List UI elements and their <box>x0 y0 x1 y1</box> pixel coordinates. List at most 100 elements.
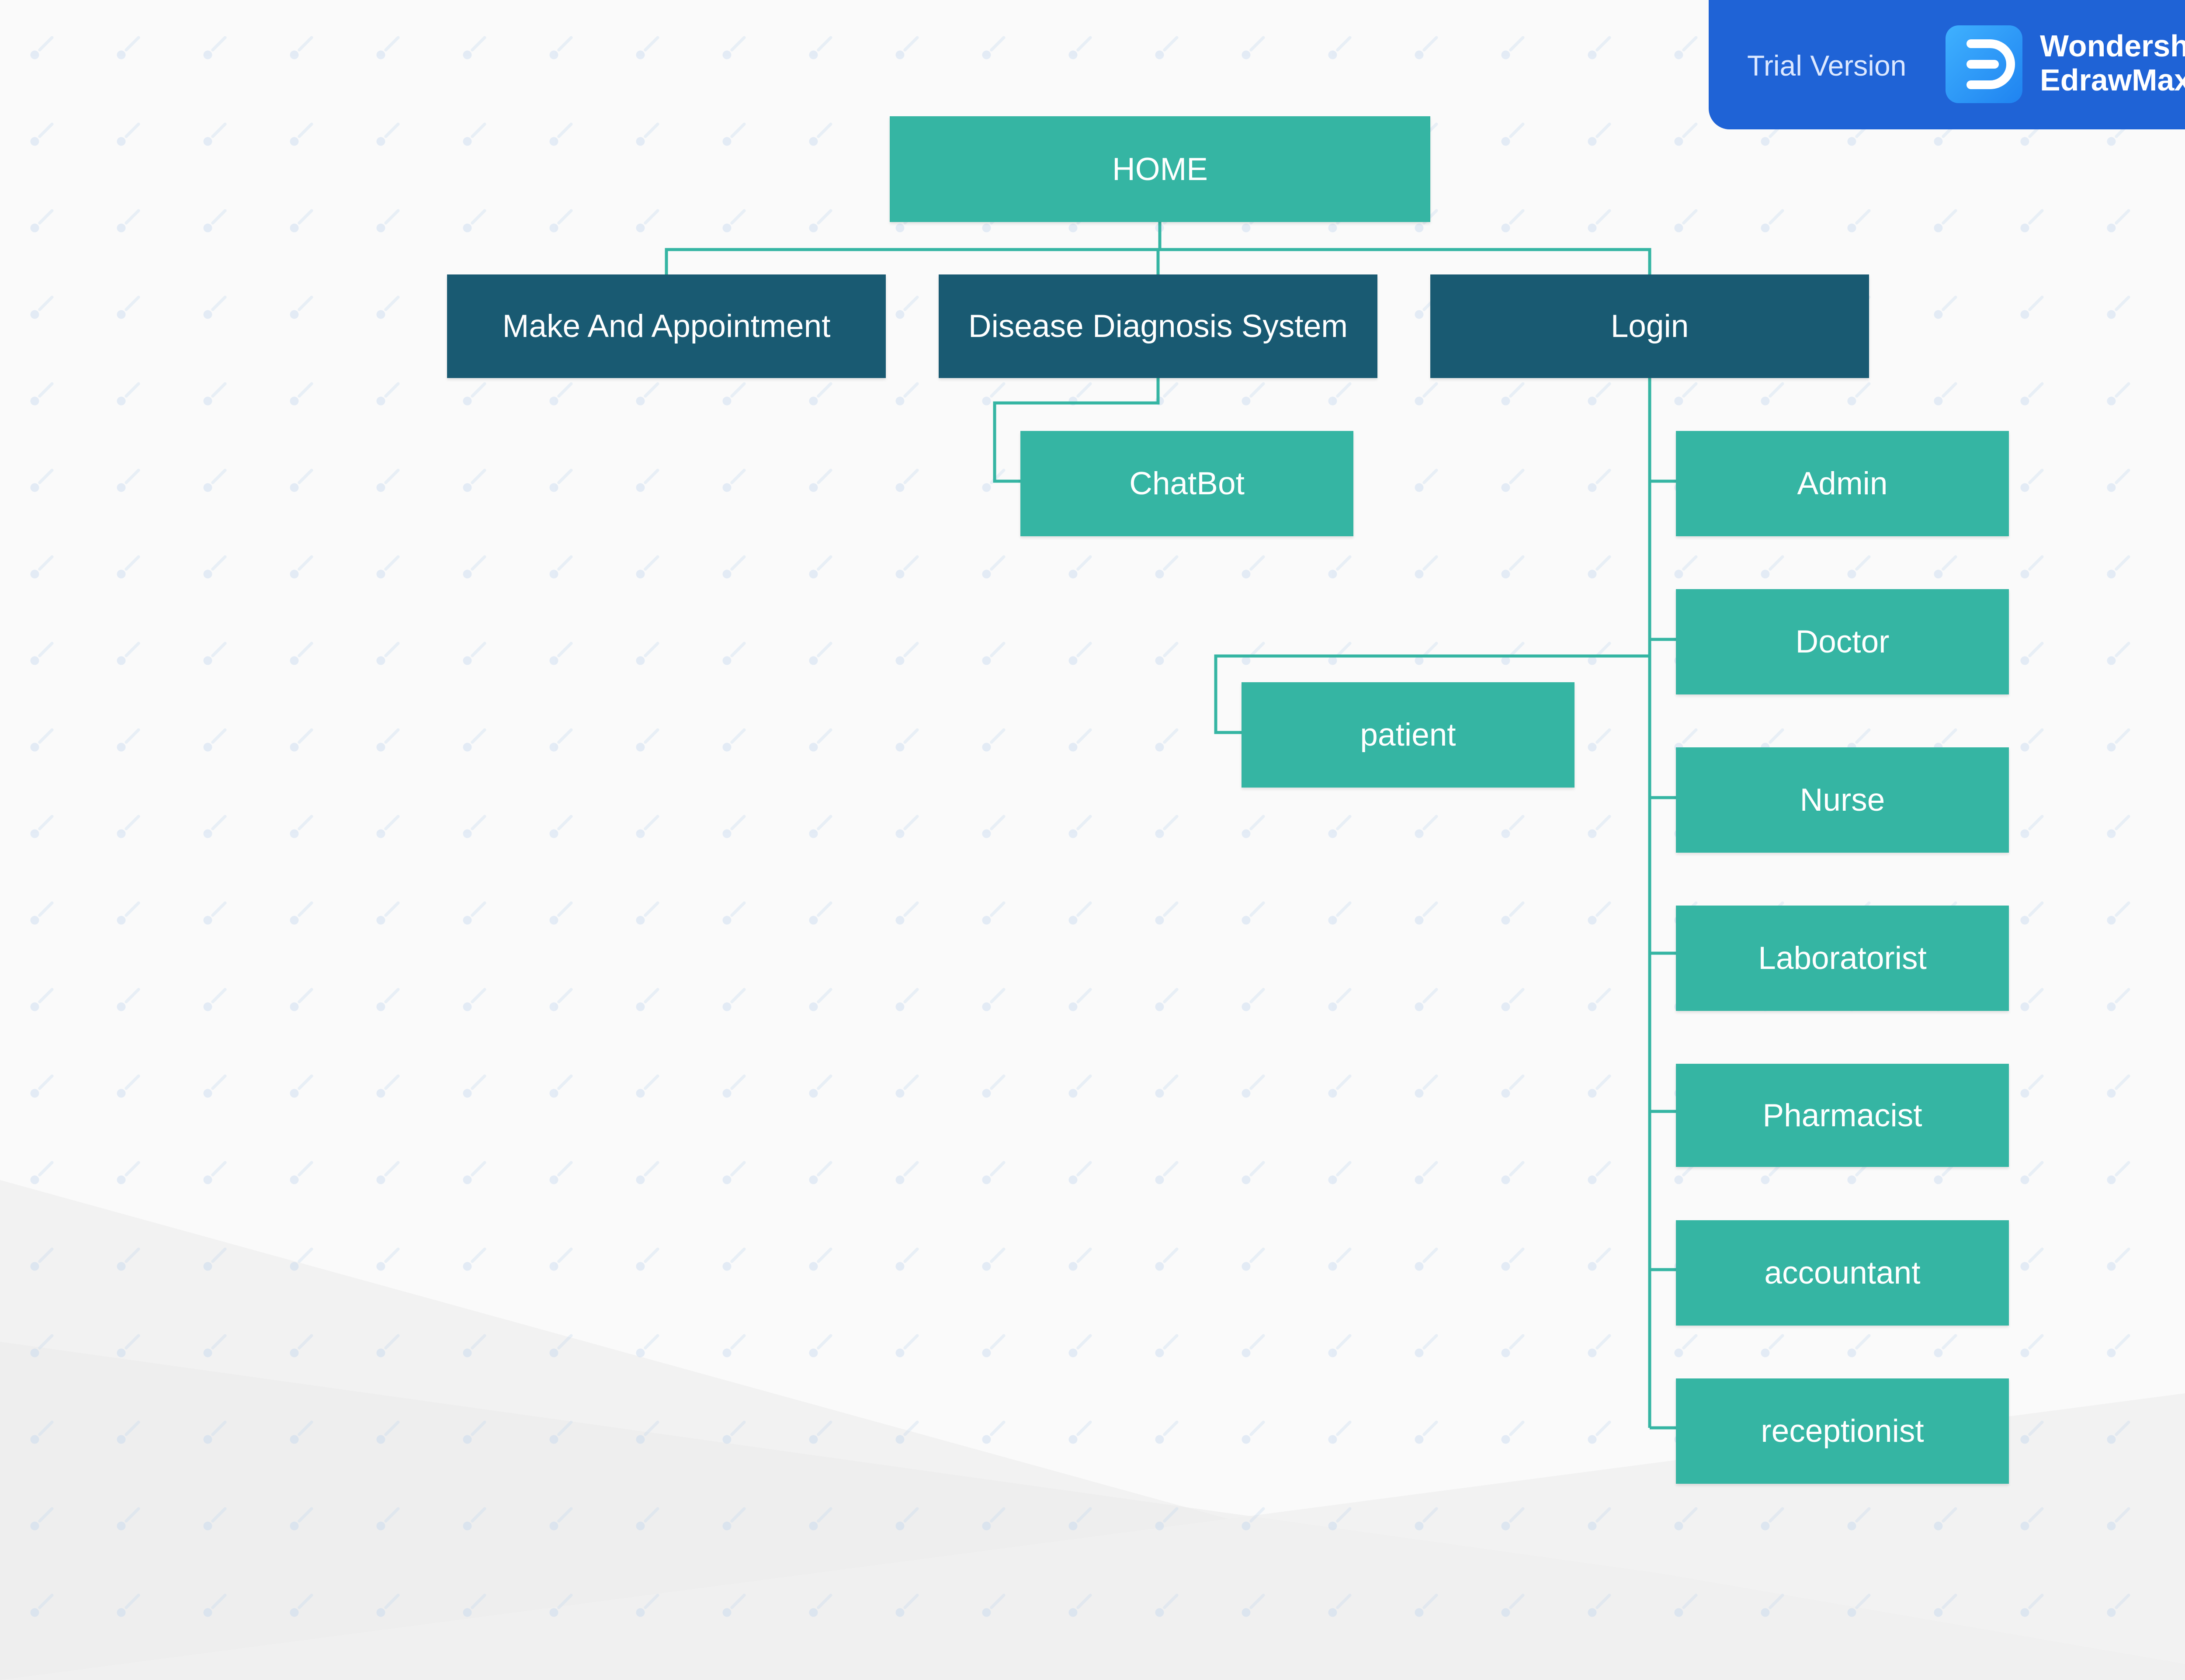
watermark-mark <box>290 1247 313 1271</box>
watermark-mark <box>895 642 919 665</box>
watermark-mark <box>203 122 227 146</box>
watermark-mark <box>1242 1161 1265 1184</box>
watermark-mark <box>2020 1420 2044 1444</box>
node-make-appointment[interactable]: Make And Appointment <box>447 274 886 378</box>
watermark-mark <box>982 988 1006 1011</box>
watermark-mark <box>30 1593 54 1617</box>
watermark-mark <box>982 1161 1006 1184</box>
watermark-mark <box>117 122 140 146</box>
node-disease-diagnosis-system[interactable]: Disease Diagnosis System <box>939 274 1377 378</box>
node-nurse[interactable]: Nurse <box>1676 747 2009 853</box>
watermark-mark <box>1415 1247 1438 1271</box>
watermark-mark <box>203 1161 227 1184</box>
watermark-mark <box>982 36 1006 59</box>
watermark-mark <box>2020 1247 2044 1271</box>
watermark-mark <box>2107 382 2130 406</box>
watermark-mark <box>722 901 746 925</box>
watermark-mark <box>809 642 832 665</box>
watermark-mark <box>1242 36 1265 59</box>
watermark-mark <box>549 1420 573 1444</box>
watermark-mark <box>1068 901 1092 925</box>
watermark-mark <box>2020 295 2044 319</box>
watermark-mark <box>376 295 400 319</box>
watermark-mark <box>1934 209 1957 233</box>
watermark-mark <box>809 1507 832 1531</box>
watermark-mark <box>290 728 313 752</box>
watermark-mark <box>203 295 227 319</box>
watermark-mark <box>2107 1507 2130 1531</box>
node-patient-label: patient <box>1360 717 1456 753</box>
watermark-mark <box>1242 1247 1265 1271</box>
watermark-mark <box>203 815 227 838</box>
watermark-mark <box>1588 1334 1611 1357</box>
node-laboratorist[interactable]: Laboratorist <box>1676 906 2009 1011</box>
node-login[interactable]: Login <box>1430 274 1869 378</box>
watermark-mark <box>1068 988 1092 1011</box>
watermark-mark <box>463 988 486 1011</box>
watermark-mark <box>722 1161 746 1184</box>
watermark-mark <box>809 209 832 233</box>
watermark-mark <box>203 1420 227 1444</box>
watermark-mark <box>1847 209 1871 233</box>
watermark-mark <box>30 555 54 579</box>
node-accountant[interactable]: accountant <box>1676 1220 2009 1326</box>
watermark-mark <box>549 988 573 1011</box>
watermark-mark <box>1501 555 1525 579</box>
watermark-mark <box>549 1507 573 1531</box>
watermark-mark <box>30 1420 54 1444</box>
node-receptionist[interactable]: receptionist <box>1676 1378 2009 1484</box>
watermark-mark <box>982 1507 1006 1531</box>
node-chatbot[interactable]: ChatBot <box>1020 431 1353 536</box>
watermark-mark <box>1328 555 1352 579</box>
node-doctor[interactable]: Doctor <box>1676 589 2009 694</box>
watermark-mark <box>895 1507 919 1531</box>
watermark-mark <box>463 1247 486 1271</box>
watermark-mark <box>982 382 1006 406</box>
watermark-mark <box>30 901 54 925</box>
watermark-mark <box>1328 815 1352 838</box>
node-home[interactable]: HOME <box>890 116 1430 222</box>
watermark-mark <box>1501 1507 1525 1531</box>
watermark-mark <box>1155 901 1179 925</box>
node-nurse-label: Nurse <box>1800 782 1885 818</box>
watermark-mark <box>290 209 313 233</box>
watermark-mark <box>30 1161 54 1184</box>
watermark-mark <box>1415 642 1438 665</box>
node-pharmacist[interactable]: Pharmacist <box>1676 1064 2009 1167</box>
watermark-mark <box>722 382 746 406</box>
watermark-mark <box>376 1420 400 1444</box>
watermark-mark <box>1242 988 1265 1011</box>
watermark-mark <box>290 1507 313 1531</box>
watermark-mark <box>722 815 746 838</box>
watermark-mark <box>1155 815 1179 838</box>
watermark-mark <box>722 1507 746 1531</box>
watermark-mark <box>1415 1334 1438 1357</box>
watermark-mark <box>1674 36 1698 59</box>
watermark-mark <box>463 1161 486 1184</box>
watermark-mark <box>1674 122 1698 146</box>
watermark-mark <box>1847 1507 1871 1531</box>
node-accountant-label: accountant <box>1764 1255 1921 1291</box>
node-patient[interactable]: patient <box>1242 682 1575 788</box>
watermark-mark <box>895 1074 919 1098</box>
watermark-mark <box>463 901 486 925</box>
watermark-mark <box>1588 988 1611 1011</box>
watermark-mark <box>895 1161 919 1184</box>
watermark-mark <box>895 555 919 579</box>
watermark-mark <box>636 1420 659 1444</box>
watermark-mark <box>1242 1334 1265 1357</box>
watermark-mark <box>895 815 919 838</box>
watermark-mark <box>549 728 573 752</box>
watermark-mark <box>30 382 54 406</box>
watermark-mark <box>376 36 400 59</box>
watermark-mark <box>117 1334 140 1357</box>
watermark-mark <box>463 1420 486 1444</box>
watermark-mark <box>290 1593 313 1617</box>
watermark-mark <box>1242 1074 1265 1098</box>
node-admin[interactable]: Admin <box>1676 431 2009 536</box>
trial-version-badge[interactable]: Trial Version Wondershare EdrawMax <box>1709 0 2185 129</box>
connector-diagnosis-chatbot <box>993 378 1160 483</box>
watermark-mark <box>290 642 313 665</box>
watermark-mark <box>1761 382 1784 406</box>
watermark-mark <box>290 1074 313 1098</box>
